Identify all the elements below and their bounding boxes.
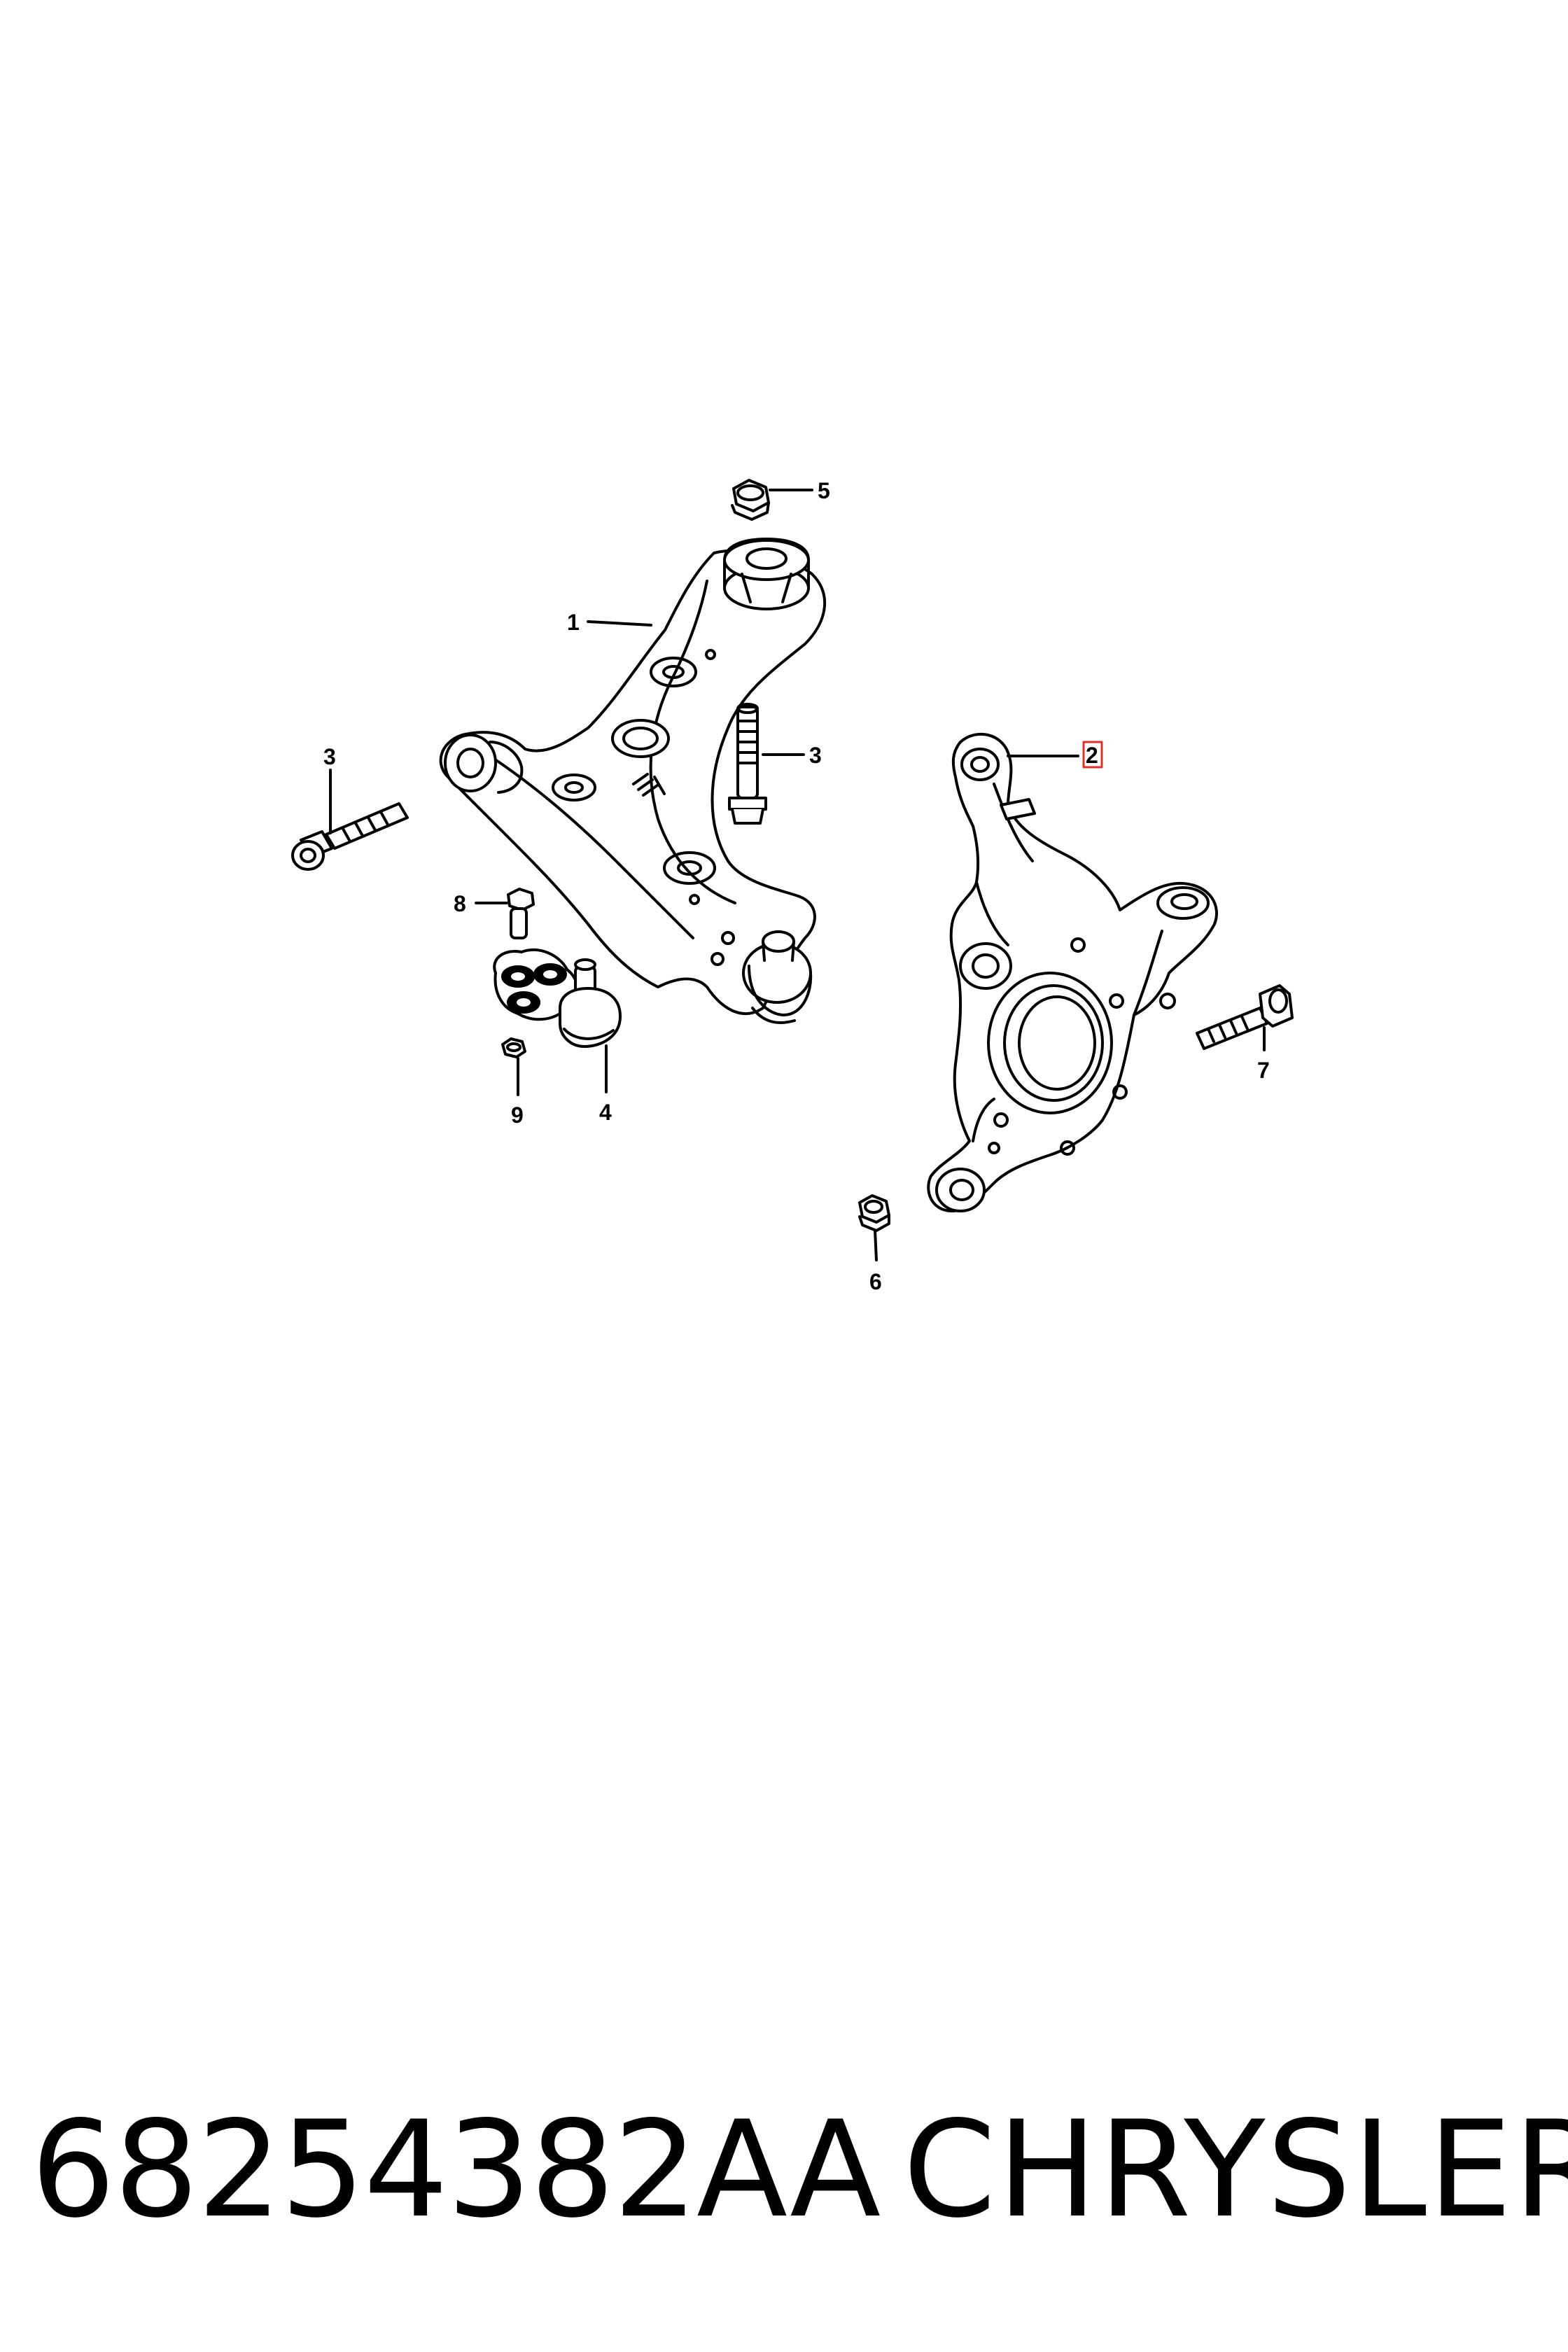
callout-9: 9: [511, 1102, 524, 1128]
part-7-bolt[interactable]: [1196, 984, 1294, 1050]
part-2-steering-knuckle[interactable]: [927, 732, 1218, 1212]
part-9-nut[interactable]: [501, 1037, 526, 1058]
callout-3-left: 3: [323, 744, 336, 769]
part-5-nut[interactable]: [731, 479, 770, 521]
part-number: 68254382AA: [31, 2092, 881, 2247]
part-4-ball-joint[interactable]: [493, 948, 622, 1048]
part-8-bolt[interactable]: [507, 888, 535, 939]
suspension-parts-diagram: 5: [291, 478, 1294, 1294]
part-1-control-arm[interactable]: [439, 538, 827, 1024]
callout-7: 7: [1257, 1058, 1270, 1083]
part-3-bolt-vertical[interactable]: [728, 703, 767, 825]
part-3-bolt-horizontal[interactable]: [291, 802, 409, 871]
callout-6: 6: [869, 1269, 882, 1294]
callout-1: 1: [567, 610, 580, 635]
callout-5: 5: [818, 478, 830, 503]
part-6-nut[interactable]: [858, 1194, 890, 1232]
callout-4: 4: [599, 1100, 612, 1125]
brand-name: CHRYSLER: [903, 2092, 1568, 2247]
callout-8: 8: [454, 891, 466, 916]
callout-2-highlight-box: [1082, 741, 1103, 769]
footer: 68254382AA CHRYSLER: [0, 2086, 1568, 2254]
leader-6: [874, 1229, 878, 1261]
leader-1: [587, 620, 652, 626]
callout-3-mid: 3: [809, 743, 822, 768]
callout-2[interactable]: 2: [1086, 743, 1098, 768]
